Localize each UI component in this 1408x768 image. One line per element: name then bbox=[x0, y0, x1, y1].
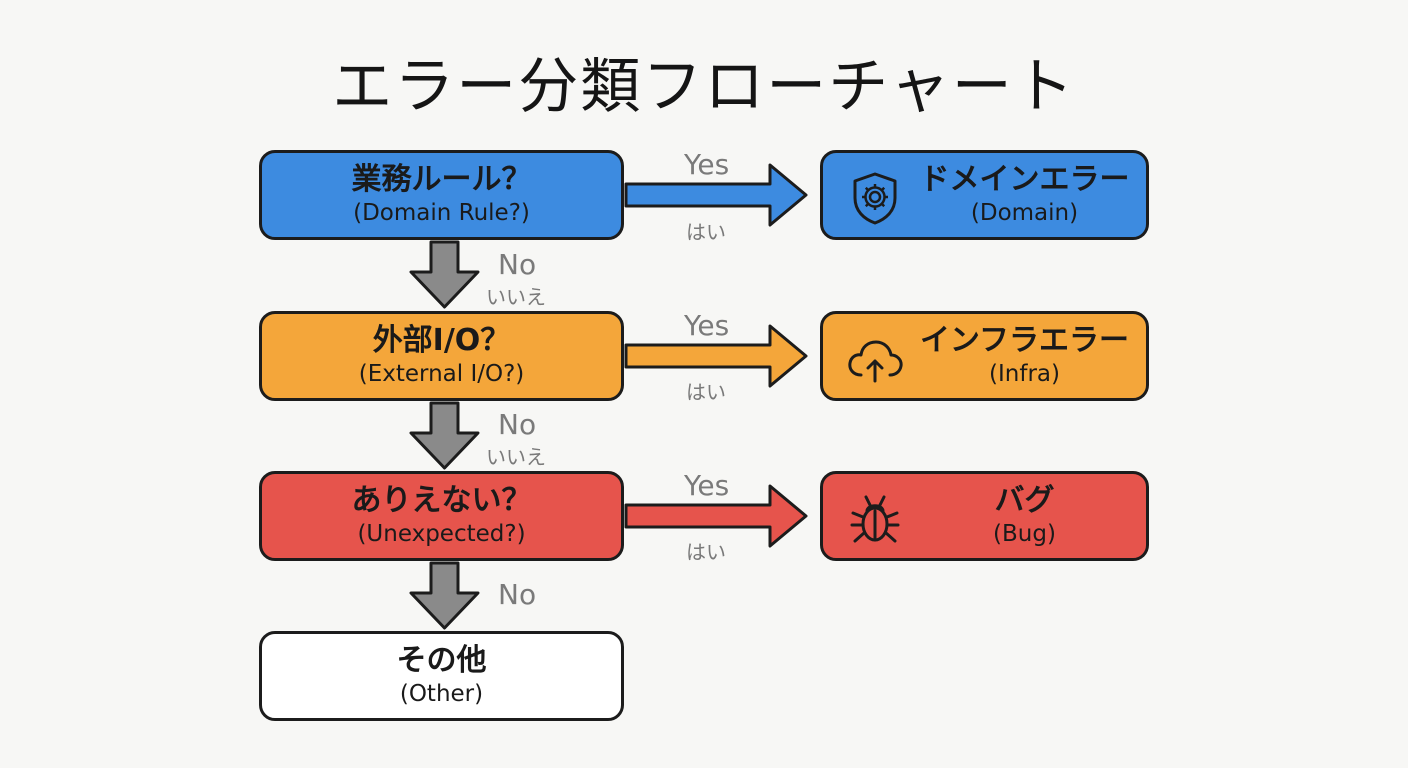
cloud-upload-icon bbox=[848, 340, 903, 383]
no-ja-label: いいえ bbox=[486, 285, 546, 309]
yes-ja-label: はい bbox=[686, 380, 726, 404]
yes-ja-label: はい bbox=[686, 220, 726, 244]
no-ja-label: いいえ bbox=[486, 445, 546, 469]
decision-label: 外部I/O？ bbox=[372, 323, 511, 358]
decision-sublabel: (External I/O?) bbox=[358, 361, 525, 387]
decision-sublabel: (Domain Rule?) bbox=[353, 200, 530, 226]
yes-label: Yes bbox=[684, 309, 730, 342]
no-label: No bbox=[498, 248, 537, 281]
result-bug: バグ (Bug) bbox=[820, 471, 1149, 561]
result-label: バグ bbox=[994, 483, 1055, 518]
yes-label: Yes bbox=[684, 469, 730, 502]
result-infra-error: インフラエラー (Infra) bbox=[820, 311, 1149, 401]
bug-icon bbox=[850, 495, 900, 543]
decision-unexpected: ありえない？ (Unexpected?) bbox=[259, 471, 624, 561]
decision-external-io: 外部I/O？ (External I/O?) bbox=[259, 311, 624, 401]
shield-gear-icon bbox=[853, 172, 897, 225]
decision-label: 業務ルール？ bbox=[351, 162, 532, 197]
terminal-label: その他 bbox=[396, 643, 487, 678]
decision-label: ありえない？ bbox=[351, 483, 532, 518]
yes-arrow-3 bbox=[624, 484, 808, 548]
decision-domain-rule: 業務ルール？ (Domain Rule?) bbox=[259, 150, 624, 240]
yes-ja-label: はい bbox=[686, 540, 726, 564]
page-title: エラー分類フローチャート bbox=[332, 52, 1076, 122]
result-sublabel: (Domain) bbox=[970, 200, 1079, 226]
no-arrow-3 bbox=[409, 561, 480, 630]
yes-arrow-2 bbox=[624, 324, 808, 388]
terminal-other: その他 (Other) bbox=[259, 631, 624, 721]
yes-arrow-1 bbox=[624, 163, 808, 227]
result-sublabel: (Bug) bbox=[993, 521, 1056, 547]
terminal-sublabel: (Other) bbox=[399, 681, 484, 707]
result-sublabel: (Infra) bbox=[989, 361, 1060, 387]
result-label: インフラエラー bbox=[919, 323, 1130, 358]
result-label: ドメインエラー bbox=[919, 162, 1130, 197]
result-domain-error: ドメインエラー (Domain) bbox=[820, 150, 1149, 240]
no-arrow-1 bbox=[409, 240, 480, 309]
decision-sublabel: (Unexpected?) bbox=[357, 521, 526, 547]
no-arrow-2 bbox=[409, 401, 480, 470]
no-label: No bbox=[498, 578, 537, 611]
yes-label: Yes bbox=[684, 148, 730, 181]
no-label: No bbox=[498, 408, 537, 441]
